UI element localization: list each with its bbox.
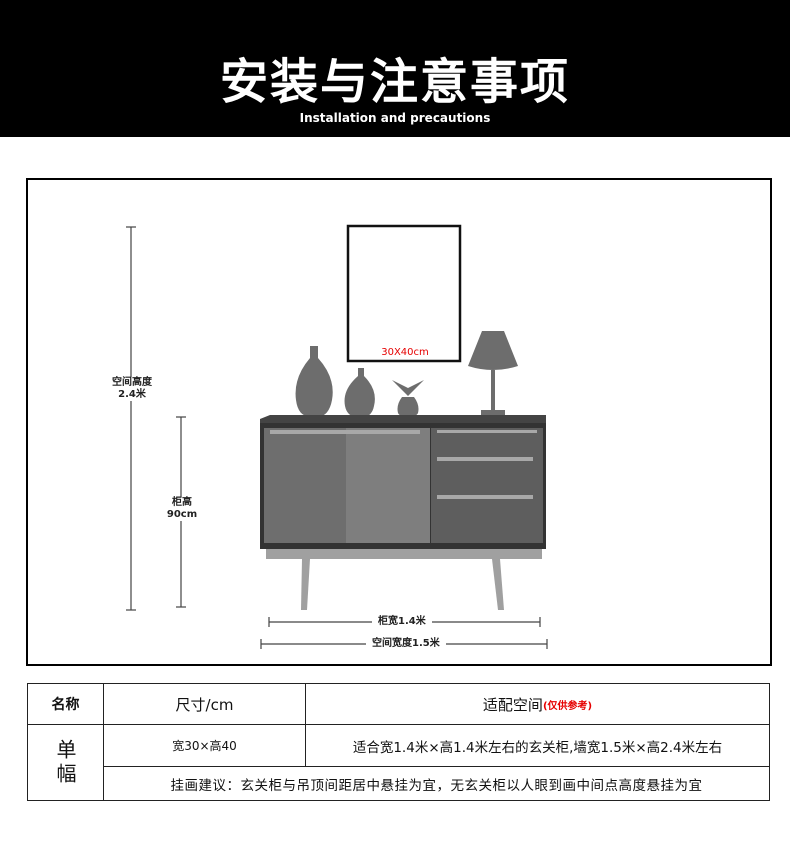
header-size: 尺寸/cm (175, 695, 234, 714)
lamp-icon (468, 331, 518, 370)
cabinet-height-label: 柜高 90cm (160, 497, 204, 521)
hanging-advice: 挂画建议：玄关柜与吊顶间距居中悬挂为宜，无玄关柜以人眼到画中间点高度悬挂为宜 (170, 777, 703, 794)
header-space: 适配空间(仅供参考) (306, 684, 769, 724)
vase-medium-icon (344, 368, 375, 417)
header-banner: 安装与注意事项 Installation and precautions (0, 0, 790, 137)
installation-illustration: 30X40cm (126, 224, 548, 649)
page-subtitle: Installation and precautions (299, 111, 491, 125)
cabinet-height-value: 90cm (166, 509, 198, 520)
vase-large-icon (295, 346, 333, 417)
spec-table: 名称 尺寸/cm 适配空间(仅供参考) 单幅 宽30×高40 适合宽1.4米×高… (27, 683, 770, 801)
cabinet-leg (492, 559, 504, 610)
cabinet-width-label: 柜宽1.4米 (372, 616, 432, 628)
row-size: 宽30×高40 (172, 739, 237, 753)
space-width-label: 空间宽度1.5米 (366, 638, 446, 650)
flower-vase-icon (392, 380, 424, 417)
cabinet-top (260, 415, 546, 425)
frame-size-label: 30X40cm (381, 347, 429, 358)
space-height-text: 空间高度 (112, 377, 152, 388)
space-height-label: 空间高度 2.4米 (106, 377, 158, 401)
cabinet-leg (301, 559, 310, 610)
diagram-frame (26, 178, 772, 666)
row-space: 适合宽1.4米×高1.4米左右的玄关柜,墙宽1.5米×高2.4米左右 (352, 739, 723, 756)
header-space-note: (仅供参考) (542, 700, 593, 712)
row-name: 单幅 (53, 738, 77, 787)
header-name: 名称 (51, 697, 80, 713)
cabinet-height-text: 柜高 (172, 497, 192, 508)
page-title: 安装与注意事项 (219, 54, 570, 110)
space-height-value: 2.4米 (118, 389, 146, 400)
header-space-text: 适配空间 (482, 695, 543, 714)
picture-frame (346, 224, 462, 363)
